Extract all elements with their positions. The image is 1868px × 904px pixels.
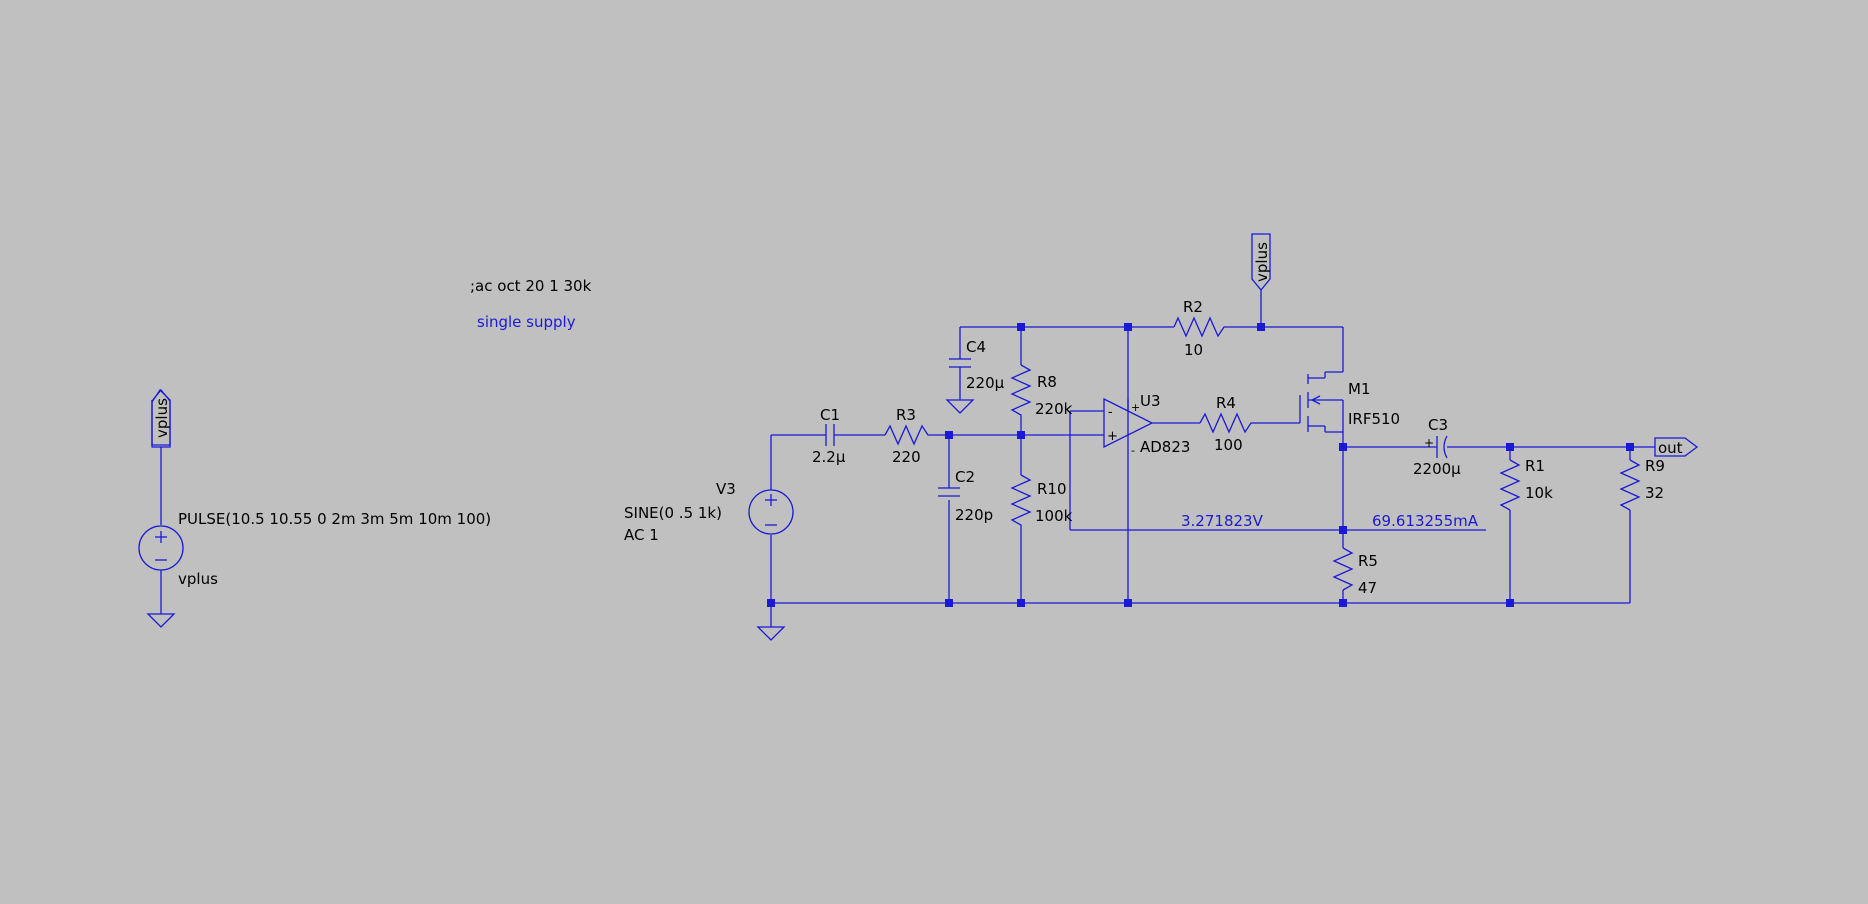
- resistor-r1[interactable]: [1499, 459, 1521, 511]
- opamp-u3[interactable]: - + + -: [1103, 397, 1154, 457]
- vplus-source-value: PULSE(10.5 10.55 0 2m 3m 5m 10m 100): [178, 510, 491, 528]
- c1-name: C1: [820, 406, 840, 424]
- resistor-r4[interactable]: [1199, 412, 1256, 434]
- voltage-source-vplus[interactable]: [138, 525, 184, 571]
- ground-symbol: [146, 613, 176, 628]
- comment-text[interactable]: single supply: [477, 313, 576, 331]
- c2-value: 220p: [955, 506, 993, 524]
- opamp-plus-pin: +: [1107, 429, 1118, 444]
- c2-name: C2: [955, 468, 975, 486]
- r5-name: R5: [1358, 552, 1378, 570]
- capacitor-c2[interactable]: [938, 487, 960, 497]
- r3-value: 220: [892, 448, 921, 466]
- resistor-r9[interactable]: [1619, 459, 1641, 511]
- r4-name: R4: [1216, 394, 1236, 412]
- v3-name: V3: [716, 480, 736, 498]
- out-flag-label: out: [1658, 439, 1683, 457]
- r5-value: 47: [1358, 579, 1377, 597]
- mosfet-m1[interactable]: [1299, 372, 1344, 432]
- capacitor-c4[interactable]: [945, 358, 975, 414]
- u3-value: AD823: [1140, 438, 1190, 456]
- u3-name: U3: [1140, 392, 1161, 410]
- r9-value: 32: [1645, 484, 1664, 502]
- spice-directive[interactable]: ;ac oct 20 1 30k: [470, 277, 592, 295]
- r10-name: R10: [1037, 480, 1067, 498]
- opamp-supply-plus: +: [1131, 401, 1140, 414]
- m1-name: M1: [1348, 380, 1371, 398]
- vplus-flag-top[interactable]: vplus: [1251, 233, 1271, 292]
- voltage-source-v3[interactable]: [748, 489, 794, 535]
- opamp-supply-minus: -: [1131, 444, 1135, 457]
- r1-value: 10k: [1525, 484, 1553, 502]
- v3-value: SINE(0 .5 1k): [624, 504, 722, 522]
- r8-name: R8: [1037, 373, 1057, 391]
- out-flag[interactable]: out: [1654, 437, 1699, 457]
- c4-value: 220µ: [966, 374, 1005, 392]
- capacitor-c3[interactable]: +: [1424, 435, 1448, 459]
- c4-name: C4: [966, 338, 986, 356]
- resistor-r8[interactable]: [1010, 364, 1032, 420]
- current-probe-readout: 69.613255mA: [1372, 512, 1479, 530]
- resistor-r2[interactable]: [1173, 316, 1230, 338]
- c3-polarity: +: [1424, 436, 1434, 450]
- vplus-flag-top-label: vplus: [1253, 242, 1271, 282]
- r3-name: R3: [896, 406, 916, 424]
- r9-name: R9: [1645, 457, 1665, 475]
- r2-name: R2: [1183, 298, 1203, 316]
- r2-value: 10: [1184, 341, 1203, 359]
- c1-value: 2.2µ: [812, 448, 846, 466]
- resistor-r3[interactable]: [884, 424, 932, 446]
- voltage-probe-readout: 3.271823V: [1181, 512, 1264, 530]
- c3-value: 2200µ: [1413, 460, 1461, 478]
- v3-ac-value: AC 1: [624, 526, 659, 544]
- vplus-flag-left-label: vplus: [153, 398, 171, 438]
- ground-symbol: [756, 603, 786, 641]
- c3-name: C3: [1428, 416, 1448, 434]
- resistor-r5[interactable]: [1332, 547, 1354, 591]
- junction-dots: [767, 323, 1634, 607]
- r1-name: R1: [1525, 457, 1545, 475]
- r8-value: 220k: [1035, 400, 1073, 418]
- opamp-minus-pin: -: [1108, 405, 1113, 420]
- m1-value: IRF510: [1348, 410, 1400, 428]
- r4-value: 100: [1214, 436, 1243, 454]
- vplus-flag-left[interactable]: vplus: [151, 388, 171, 448]
- resistor-r10[interactable]: [1010, 474, 1032, 530]
- vplus-source-name: vplus: [178, 570, 218, 588]
- capacitor-c1[interactable]: [825, 424, 835, 446]
- r10-value: 100k: [1035, 507, 1073, 525]
